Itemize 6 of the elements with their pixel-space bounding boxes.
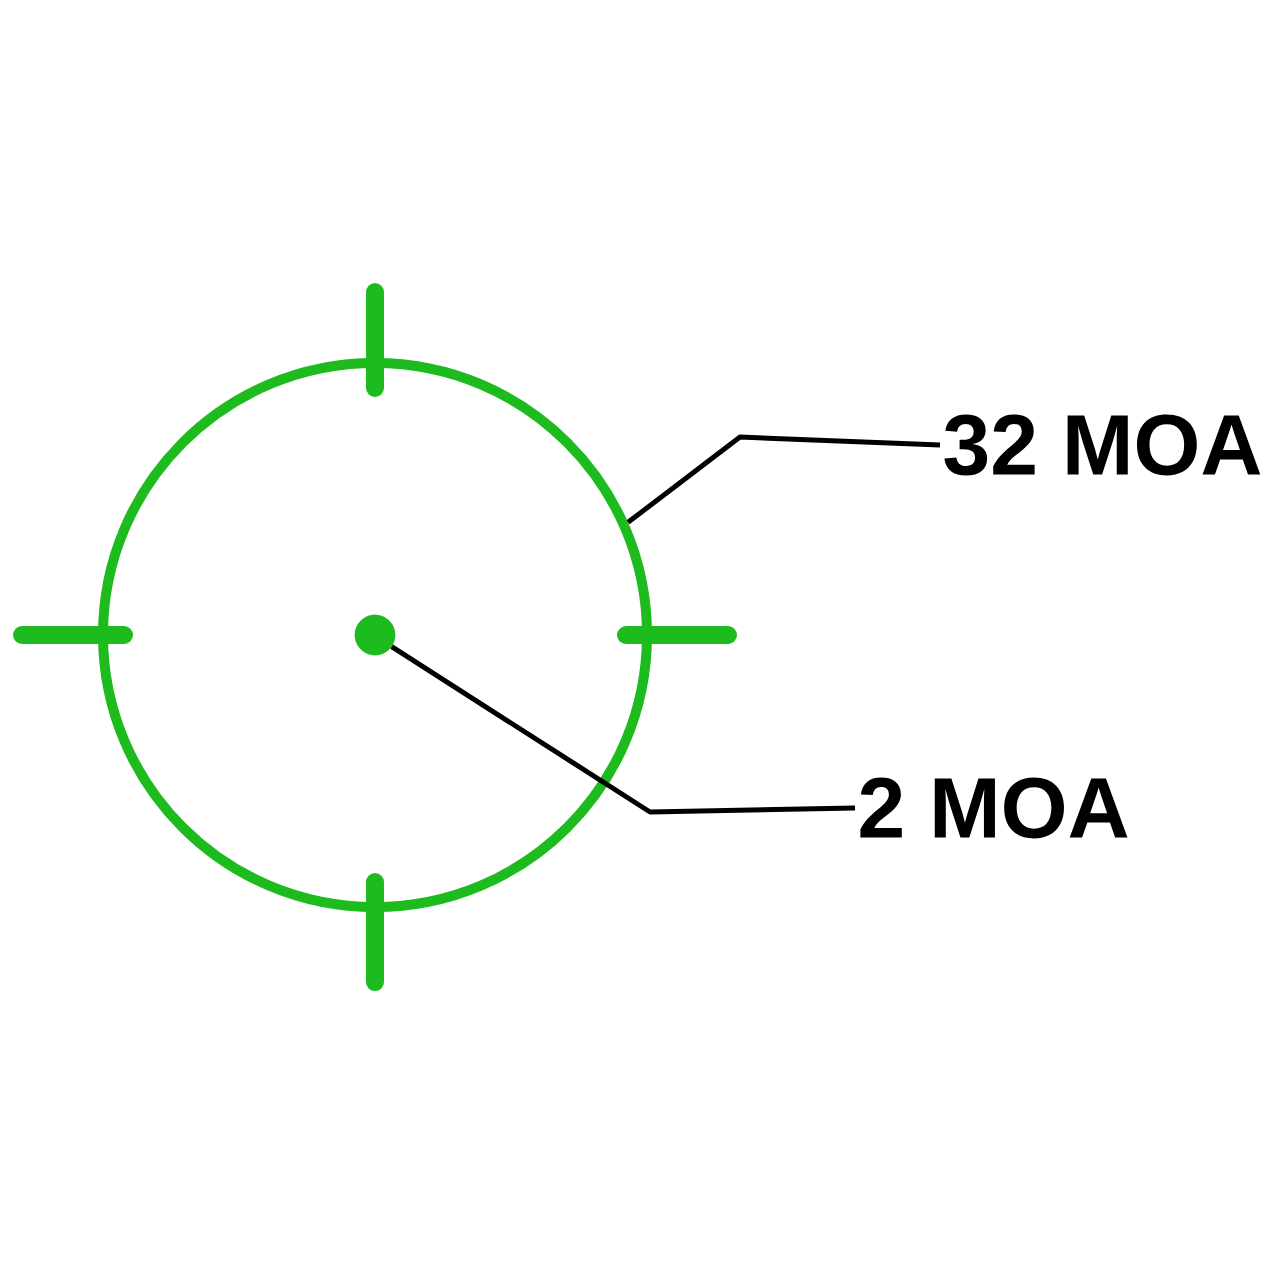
center-dot xyxy=(354,614,396,656)
reticle-ring xyxy=(98,358,652,912)
leader-line xyxy=(390,644,856,815)
measurement-label: 2 MOA xyxy=(860,777,1128,839)
measurement-label: 32 MOA xyxy=(944,414,1261,476)
leader-line xyxy=(626,434,941,525)
